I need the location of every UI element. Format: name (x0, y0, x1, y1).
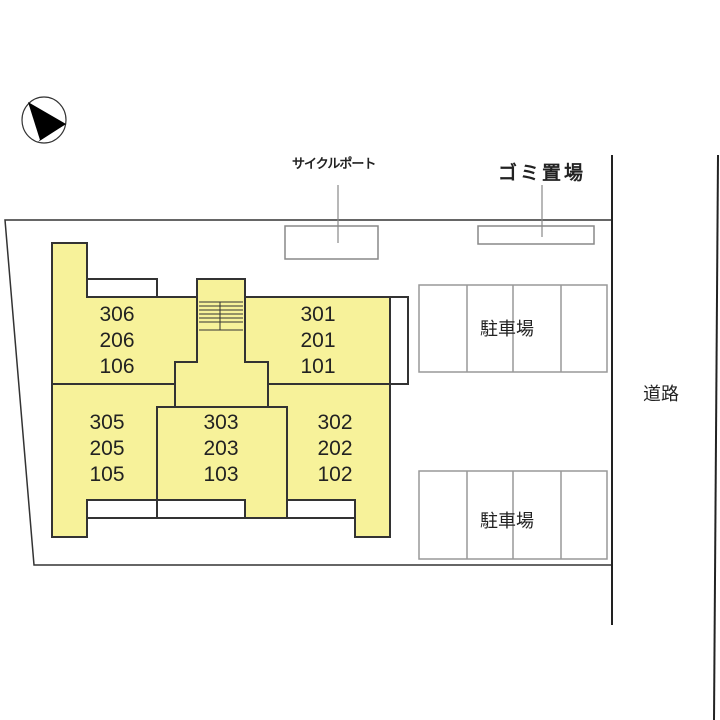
room-number: 206 (99, 329, 135, 352)
room-number: 205 (89, 437, 125, 460)
room-number: 301 (300, 303, 336, 326)
room-number: 103 (203, 463, 239, 486)
cycle-port (284, 225, 379, 260)
room-number: 201 (300, 329, 336, 352)
room-number: 101 (300, 355, 336, 378)
cycle-port-label: サイクルポート (292, 157, 376, 172)
garbage-area-label: ゴミ置場 (498, 162, 587, 184)
unit-303-203-103: 303 203 103 (181, 410, 261, 488)
room-number: 305 (89, 411, 125, 434)
road-edge (713, 154, 719, 720)
room-number: 203 (203, 437, 239, 460)
unit-301-201-101: 301 201 101 (278, 302, 358, 380)
road-label: 道路 (643, 384, 679, 405)
unit-302-202-102: 302 202 102 (295, 410, 375, 488)
north-arrow-icon (21, 96, 67, 144)
garbage-area (477, 225, 595, 245)
room-number: 202 (317, 437, 353, 460)
parking-lot-1 (418, 284, 608, 373)
parking-label-2: 駐車場 (480, 511, 534, 532)
parking-lot-2 (418, 470, 608, 560)
unit-305-205-105: 305 205 105 (67, 410, 147, 488)
staircase (199, 301, 243, 331)
room-number: 105 (89, 463, 125, 486)
building (51, 242, 409, 538)
room-number: 302 (317, 411, 353, 434)
room-number: 303 (203, 411, 239, 434)
parking-label-1: 駐車場 (480, 319, 534, 340)
room-number: 106 (99, 355, 135, 378)
unit-306-206-106: 306 206 106 (77, 302, 157, 380)
room-number: 102 (317, 463, 353, 486)
lot-boundary (4, 219, 612, 566)
room-number: 306 (99, 303, 135, 326)
